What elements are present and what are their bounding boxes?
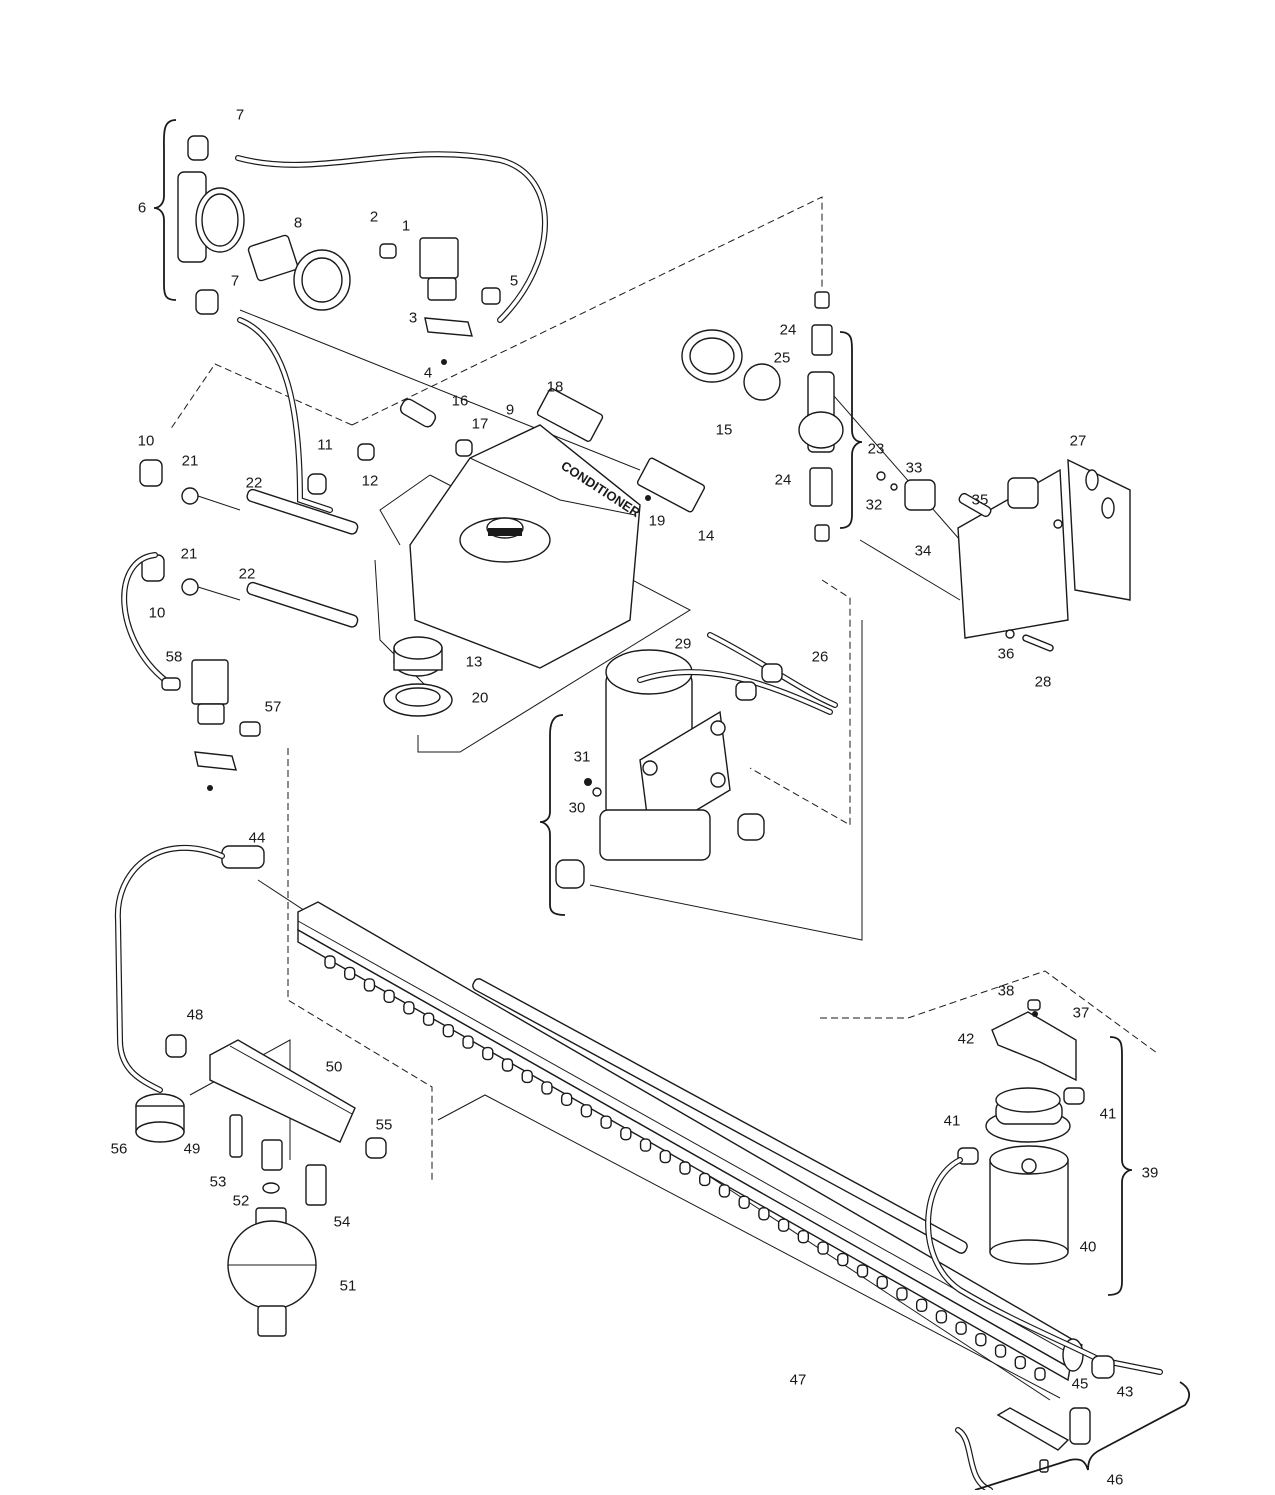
- callout-c13: 13: [465, 653, 483, 671]
- callout-c23: 23: [867, 440, 885, 458]
- callout-c53: 53: [209, 1173, 227, 1191]
- filter-assembly: [925, 999, 1163, 1375]
- callout-c48: 48: [186, 1006, 204, 1024]
- callout-c39: 39: [1141, 1164, 1159, 1182]
- callout-c1a: 1: [401, 217, 411, 235]
- callout-c10b: 10: [148, 604, 166, 622]
- callout-c45: 45: [1071, 1375, 1089, 1393]
- conditioner-tank: CONDITIONER: [307, 388, 706, 669]
- callout-c42: 42: [957, 1030, 975, 1048]
- mounting-bracket: [876, 458, 1131, 652]
- callout-c18: 18: [546, 378, 564, 396]
- dashed-assembly-lines: [169, 196, 1158, 1183]
- callout-c21a: 21: [181, 452, 199, 470]
- callout-c41b: 41: [1099, 1105, 1117, 1123]
- callout-c41a: 41: [943, 1112, 961, 1130]
- callout-c26: 26: [811, 648, 829, 666]
- callout-c28: 28: [1034, 673, 1052, 691]
- callout-c5: 5: [509, 272, 519, 290]
- callout-c24a: 24: [779, 321, 797, 339]
- callout-c11: 11: [317, 436, 333, 454]
- callout-c31: 31: [573, 748, 591, 766]
- callout-c27: 27: [1069, 432, 1087, 450]
- spray-manifold-bar: [114, 844, 1084, 1382]
- callout-c20: 20: [471, 689, 489, 707]
- callout-c8: 8: [293, 214, 303, 232]
- callout-c22b: 22: [238, 565, 256, 583]
- callout-c29: 29: [674, 635, 692, 653]
- callout-c19: 19: [648, 512, 666, 530]
- callout-c56: 56: [110, 1140, 128, 1158]
- assembly-6-filter-housing: [177, 135, 548, 513]
- callout-c30: 30: [568, 799, 586, 817]
- callout-c4a: 4: [423, 364, 433, 382]
- callout-c46: 46: [1106, 1471, 1124, 1489]
- pump-motor: [555, 632, 838, 889]
- callout-c51: 51: [339, 1277, 357, 1295]
- callout-c55: 55: [375, 1116, 393, 1134]
- callout-c24b: 24: [774, 471, 792, 489]
- callout-c32: 32: [865, 496, 883, 514]
- callout-c2: 2: [369, 208, 379, 226]
- callout-c57: 57: [264, 698, 282, 716]
- callout-c25: 25: [773, 349, 791, 367]
- callout-c50: 50: [325, 1058, 343, 1076]
- callout-c7b: 7: [230, 272, 240, 290]
- callout-c36: 36: [997, 645, 1015, 663]
- callout-c17: 17: [471, 415, 489, 433]
- callout-c7a: 7: [235, 106, 245, 124]
- t-fitting-assembly: [681, 291, 844, 542]
- callout-c37: 37: [1072, 1004, 1090, 1022]
- callout-c15: 15: [715, 421, 733, 439]
- callout-c22a: 22: [245, 474, 263, 492]
- callout-c58: 58: [165, 648, 183, 666]
- side-fittings: [121, 459, 359, 683]
- callout-c6: 6: [137, 199, 147, 217]
- callout-c38: 38: [997, 982, 1015, 1000]
- callout-c33: 33: [905, 459, 923, 477]
- callout-c12: 12: [361, 472, 379, 490]
- callout-c54: 54: [333, 1213, 351, 1231]
- callout-c9: 9: [505, 401, 515, 419]
- callout-c40: 40: [1079, 1238, 1097, 1256]
- spray-nozzles: [324, 955, 1046, 1381]
- callout-c43: 43: [1116, 1383, 1134, 1401]
- callout-c47: 47: [789, 1371, 807, 1389]
- accumulator-manifold: [135, 1034, 387, 1337]
- tank-cap-and-ring: [383, 636, 453, 717]
- callout-c44: 44: [248, 829, 266, 847]
- callout-c3a: 3: [408, 309, 418, 327]
- callout-c10a: 10: [137, 432, 155, 450]
- solenoid-valve-upper: [379, 237, 501, 365]
- callout-c49: 49: [183, 1140, 201, 1158]
- callout-c14: 14: [697, 527, 715, 545]
- callout-c35: 35: [971, 491, 989, 509]
- solenoid-valve-lower: [161, 659, 261, 791]
- callout-c52: 52: [232, 1192, 250, 1210]
- bottom-bracket-assembly: [955, 1355, 1115, 1493]
- callout-c21b: 21: [180, 545, 198, 563]
- assembly-braces: [153, 119, 1191, 1491]
- callout-c16: 16: [451, 392, 469, 410]
- callout-c34: 34: [914, 542, 932, 560]
